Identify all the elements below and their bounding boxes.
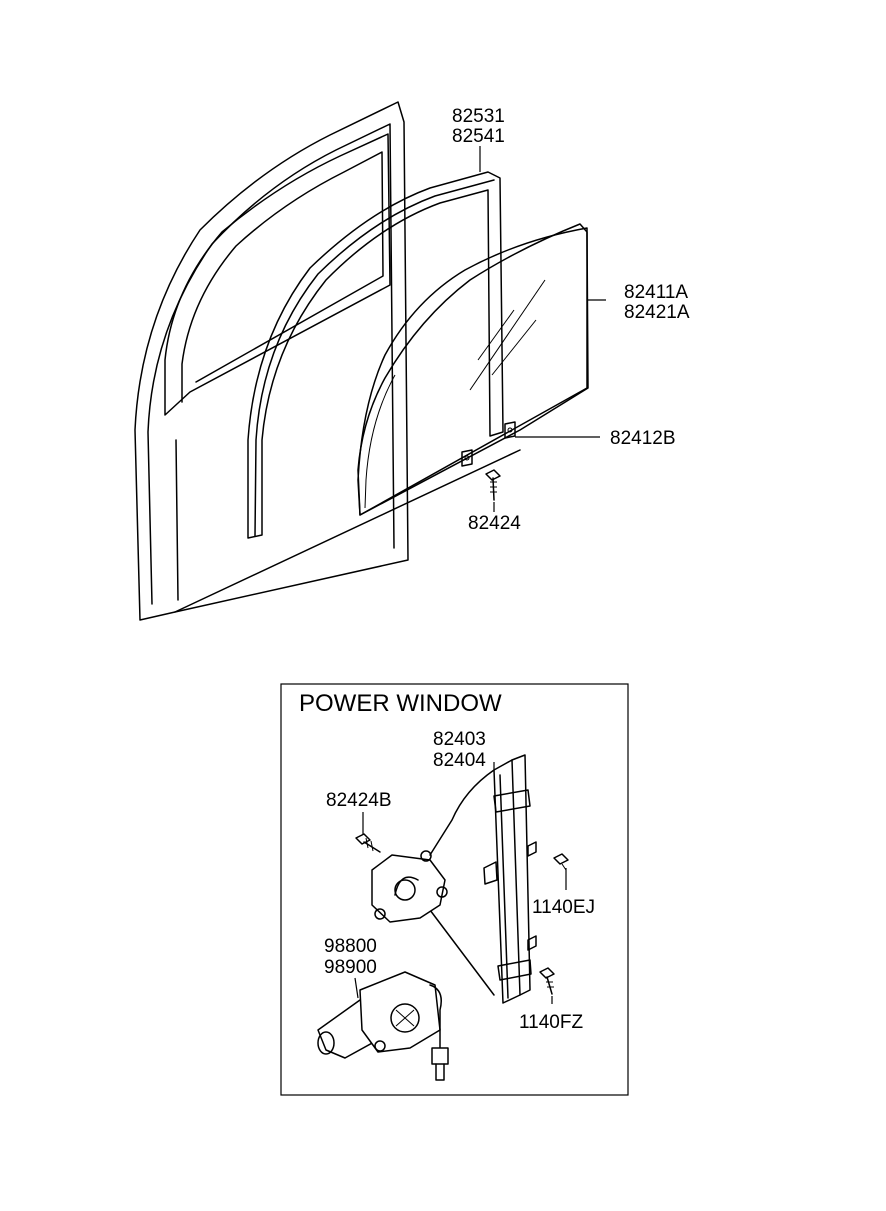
glass-bracket-left [461, 449, 473, 467]
bolt-icon [553, 853, 569, 871]
glass-bracket-right [504, 421, 516, 439]
label-98800: 98800 [324, 936, 377, 957]
power-window-title: POWER WINDOW [299, 690, 502, 717]
leader-motor [354, 977, 359, 999]
label-82424b: 82424B [326, 790, 392, 811]
label-82403: 82403 [433, 729, 486, 750]
label-1140ej: 1140EJ [532, 897, 595, 918]
bolt-icon [539, 967, 555, 995]
label-1140fz: 1140FZ [519, 1012, 583, 1033]
regulator-bracket [371, 850, 448, 923]
label-82411a: 82411A [624, 282, 688, 303]
label-98900: 98900 [324, 957, 377, 978]
window-regulator [429, 754, 537, 1004]
door-glass [357, 223, 589, 516]
label-82412b: 82412B [610, 428, 676, 449]
label-82424: 82424 [468, 513, 521, 534]
power-window-box [280, 683, 629, 1096]
label-82541: 82541 [452, 126, 505, 147]
bolt-icon [355, 833, 381, 853]
label-82404: 82404 [433, 750, 486, 771]
door-weatherstrip [247, 171, 504, 539]
door-panel [134, 101, 521, 621]
label-82531: 82531 [452, 106, 505, 127]
bolt-icon [485, 469, 501, 501]
label-82421a: 82421A [624, 302, 690, 323]
window-motor [317, 971, 449, 1081]
